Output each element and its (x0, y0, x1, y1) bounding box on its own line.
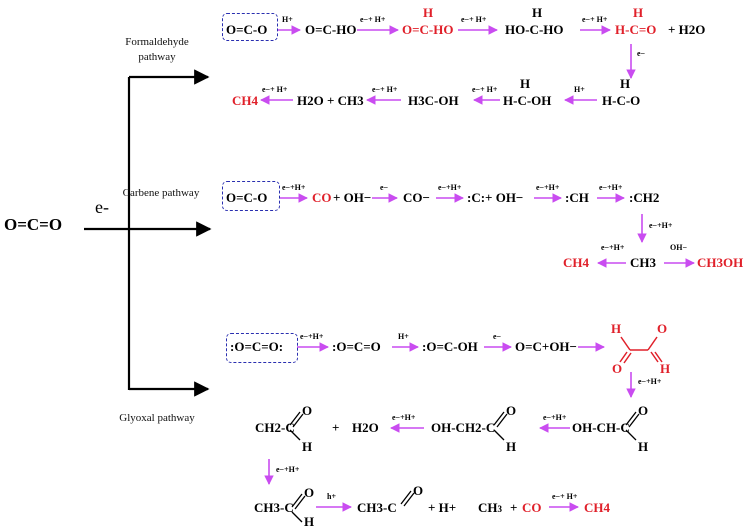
f-m7: H-C-OH (503, 93, 552, 108)
c-a5: e−+H+ (599, 183, 623, 192)
c-a3: e−+H+ (438, 183, 462, 192)
g-m4: O=C+OH− (515, 339, 577, 354)
f-a7: e−+ H+ (472, 85, 498, 94)
electron-label: e- (95, 197, 109, 217)
g-m11-plus: + H+ (428, 500, 457, 515)
g-a2: H+ (398, 332, 409, 341)
glyoxal-h-right: H (660, 361, 671, 376)
c-m5: :CH (565, 190, 589, 205)
c-m2a: CO (312, 190, 332, 205)
g-m10-o: O (304, 485, 315, 500)
f-m10: CH4 (232, 93, 258, 108)
c-a1: e−+H+ (282, 183, 306, 192)
f-a1: H+ (282, 15, 293, 24)
f-m4: HO-C-HO (505, 22, 564, 37)
g-m9-o: O (302, 403, 313, 418)
f-a8: e−+ H+ (372, 85, 398, 94)
f-m4-h: H (532, 5, 543, 20)
c-right-arrow-label: OH− (670, 243, 688, 252)
c-m7: CH3 (630, 255, 656, 270)
g-m2: :O=C=O (332, 339, 381, 354)
formaldehyde-start-box (222, 13, 278, 41)
carbene-pathway-label: Carbene pathway (122, 187, 200, 199)
f-a6: H+ (574, 85, 585, 94)
f-a3: e−+ H+ (461, 15, 487, 24)
co2-main: O=C=O (4, 215, 63, 234)
f-m5: H-C=O (615, 22, 657, 37)
c-a4: e−+H+ (536, 183, 560, 192)
g-a1: e−+H+ (300, 332, 324, 341)
g-m8-plus: + (332, 420, 340, 435)
g-ch3: CH3 (478, 500, 502, 515)
c-m8: CH4 (563, 255, 589, 270)
g-step-down1: e−+H+ (638, 377, 662, 386)
g-m13: CH4 (584, 500, 610, 515)
glyoxal-pathway-label: Glyoxal pathway (119, 412, 195, 424)
g-step-down2: e−+H+ (276, 465, 300, 474)
carbene-start-box (222, 181, 280, 211)
f-m1: O=C-O (226, 22, 268, 37)
c-m9: CH3OH (697, 255, 744, 270)
g-a12: e−+ H+ (552, 492, 578, 501)
f-m6-h: H (620, 76, 631, 91)
g-m7: OH-CH2-C (431, 420, 496, 435)
glyoxal-start-box (226, 333, 298, 363)
f-m3: O=C-HO (402, 22, 454, 37)
g-m9: CH2-C (255, 420, 295, 435)
c-left-arrow-label: e−+H+ (601, 243, 625, 252)
c-a2: e− (380, 183, 389, 192)
aldehyde-bonds (289, 411, 640, 523)
g-m8: H2O (352, 420, 379, 435)
f-a2: e−+ H+ (360, 15, 386, 24)
f-m7-h: H (520, 76, 531, 91)
g-m6-o: O (638, 403, 649, 418)
g-m7-o: O (506, 403, 517, 418)
glyoxal-molecule (619, 336, 663, 364)
g-m9-h: H (302, 439, 313, 454)
f-m3-h: H (423, 5, 434, 20)
g-m10-h: H (304, 514, 315, 529)
f-m2: O=C-HO (305, 22, 357, 37)
g-m6-h: H (638, 439, 649, 454)
f-a4: e−+ H+ (582, 15, 608, 24)
glyoxal-o-left: O (612, 361, 623, 376)
f-m5-h: H (633, 5, 644, 20)
formaldehyde-pathway-label: Formaldehyde pathway (125, 36, 189, 63)
c-step-down: e−+H+ (649, 221, 673, 230)
f-m5-plus: + H2O (668, 22, 706, 37)
g-a6: e−+H+ (543, 413, 567, 422)
c-m6: :CH2 (629, 190, 660, 205)
c-m2b: + OH− (333, 190, 372, 205)
glyoxal-h-left: H (611, 321, 622, 336)
g-a10: h+ (327, 492, 337, 501)
f-m6: H-C-O (602, 93, 641, 108)
f-step-down: e− (637, 49, 646, 58)
f-m8: H3C-OH (408, 93, 459, 108)
glyoxal-o-right: O (657, 321, 668, 336)
g-a7: e−+H+ (392, 413, 416, 422)
g-m11-o: O (413, 483, 424, 498)
g-m12: + (510, 500, 518, 515)
g-m3: :O=C-OH (422, 339, 478, 354)
c-m3: CO− (403, 190, 430, 205)
c-m4: :C:+ OH− (467, 190, 524, 205)
g-m1: :O=C=O: (230, 339, 284, 354)
g-a3: e− (493, 332, 502, 341)
g-m10: CH3-C (254, 500, 294, 515)
g-m11: CH3-C (357, 500, 397, 515)
g-m12b: CO (522, 500, 542, 515)
f-a9: e−+ H+ (262, 85, 288, 94)
g-m6: OH-CH-C (572, 420, 630, 435)
f-m9: H2O + CH3 (297, 93, 364, 108)
g-m7-h: H (506, 439, 517, 454)
c-m1: O=C-O (226, 190, 268, 205)
